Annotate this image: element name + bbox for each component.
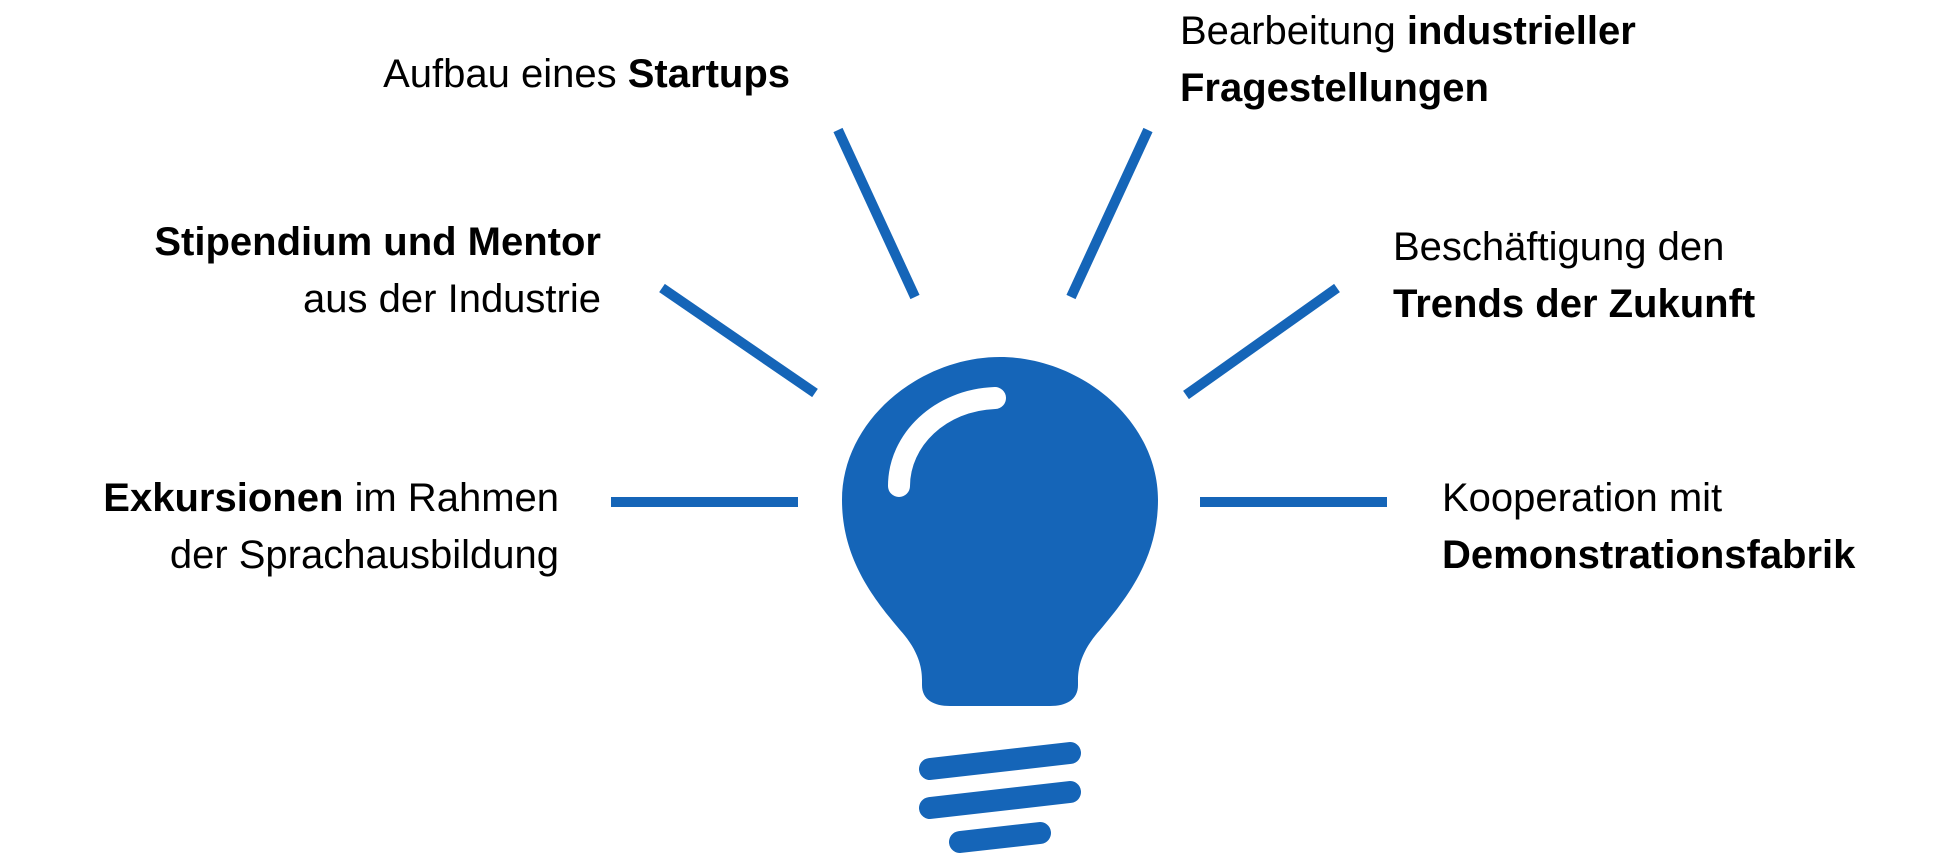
label-exkursionen-line-1: Exkursionen im Rahmen xyxy=(103,470,559,527)
bulb-highlight xyxy=(888,387,1006,497)
label-industriell-line-1: Bearbeitung industrieller xyxy=(1180,3,1636,60)
bulb-thread-2 xyxy=(919,781,1081,819)
label-startup-bold: Startups xyxy=(627,52,790,96)
label-industriell-bold-1: industrieller xyxy=(1406,9,1636,53)
bulb-base xyxy=(919,742,1081,853)
label-stipendium: Stipendium und Mentor aus der Industrie xyxy=(154,214,601,328)
label-trends: Beschäftigung den Trends der Zukunft xyxy=(1393,219,1755,333)
bulb-thread-1 xyxy=(919,742,1081,780)
label-kooperation-line-2: Demonstrationsfabrik xyxy=(1442,527,1855,584)
label-exkursionen: Exkursionen im Rahmen der Sprachausbildu… xyxy=(103,470,559,584)
label-kooperation-line-1: Kooperation mit xyxy=(1442,470,1855,527)
label-stipendium-line-2: aus der Industrie xyxy=(154,271,601,328)
label-exkursionen-text-2: der Sprachausbildung xyxy=(169,533,559,577)
label-industriell-bold-2: Fragestellungen xyxy=(1180,66,1489,110)
label-exkursionen-text-1: im Rahmen xyxy=(343,476,559,520)
label-stipendium-text: aus der Industrie xyxy=(303,277,601,321)
ray-stipendium xyxy=(659,283,818,398)
label-trends-line-1: Beschäftigung den xyxy=(1393,219,1755,276)
label-kooperation-text: Kooperation mit xyxy=(1442,476,1723,520)
rays xyxy=(611,127,1387,507)
label-stipendium-line-1: Stipendium und Mentor xyxy=(154,214,601,271)
label-exkursionen-bold: Exkursionen xyxy=(103,476,344,520)
label-stipendium-bold: Stipendium und Mentor xyxy=(154,220,601,264)
label-industriell-text: Bearbeitung xyxy=(1180,9,1407,53)
ray-startup xyxy=(833,127,920,300)
label-startup-text: Aufbau eines xyxy=(383,52,628,96)
label-exkursionen-line-2: der Sprachausbildung xyxy=(103,527,559,584)
light-bulb-icon xyxy=(842,357,1158,853)
label-industriell-line-2: Fragestellungen xyxy=(1180,60,1636,117)
label-startup: Aufbau eines Startups xyxy=(383,46,790,103)
bulb-thread-3 xyxy=(949,822,1051,853)
label-trends-text: Beschäftigung den xyxy=(1393,225,1725,269)
label-trends-line-2: Trends der Zukunft xyxy=(1393,276,1755,333)
label-startup-line-1: Aufbau eines Startups xyxy=(383,46,790,103)
label-kooperation-bold: Demonstrationsfabrik xyxy=(1442,533,1856,577)
label-trends-bold: Trends der Zukunft xyxy=(1393,282,1756,326)
label-industriell: Bearbeitung industrieller Fragestellunge… xyxy=(1180,3,1636,117)
bulb-glass xyxy=(842,357,1158,706)
label-kooperation: Kooperation mit Demonstrationsfabrik xyxy=(1442,470,1855,584)
ray-trends xyxy=(1183,283,1340,400)
ray-industriell xyxy=(1066,127,1153,300)
